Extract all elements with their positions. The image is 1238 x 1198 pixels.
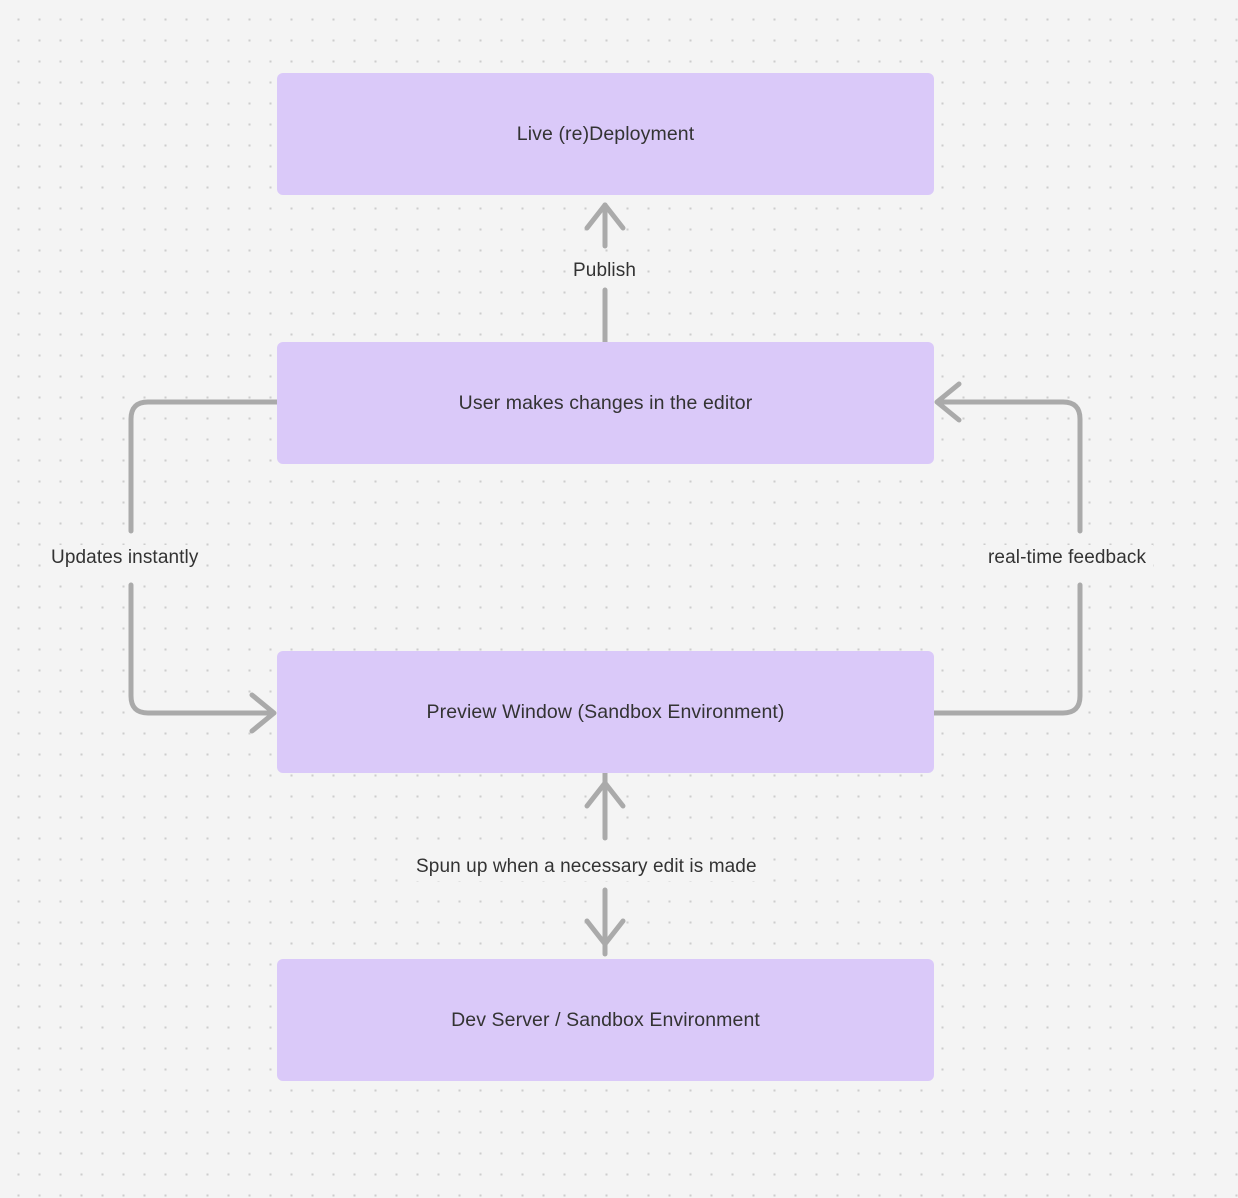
edge-label-spun-up: Spun up when a necessary edit is made <box>409 854 764 881</box>
edge-label-updates-instantly: Updates instantly <box>44 545 206 572</box>
node-label: Live (re)Deployment <box>516 122 695 145</box>
edge-label-real-time-feedback: real-time feedback <box>981 545 1154 572</box>
node-preview-window[interactable]: Preview Window (Sandbox Environment) <box>277 651 934 773</box>
edge-label-publish: Publish <box>566 258 644 285</box>
node-user-makes-changes[interactable]: User makes changes in the editor <box>277 342 934 464</box>
node-dev-server[interactable]: Dev Server / Sandbox Environment <box>277 959 934 1081</box>
node-live-redeployment[interactable]: Live (re)Deployment <box>277 73 934 195</box>
node-label: Preview Window (Sandbox Environment) <box>426 700 785 723</box>
node-label: Dev Server / Sandbox Environment <box>451 1008 760 1031</box>
node-label: User makes changes in the editor <box>458 391 753 414</box>
